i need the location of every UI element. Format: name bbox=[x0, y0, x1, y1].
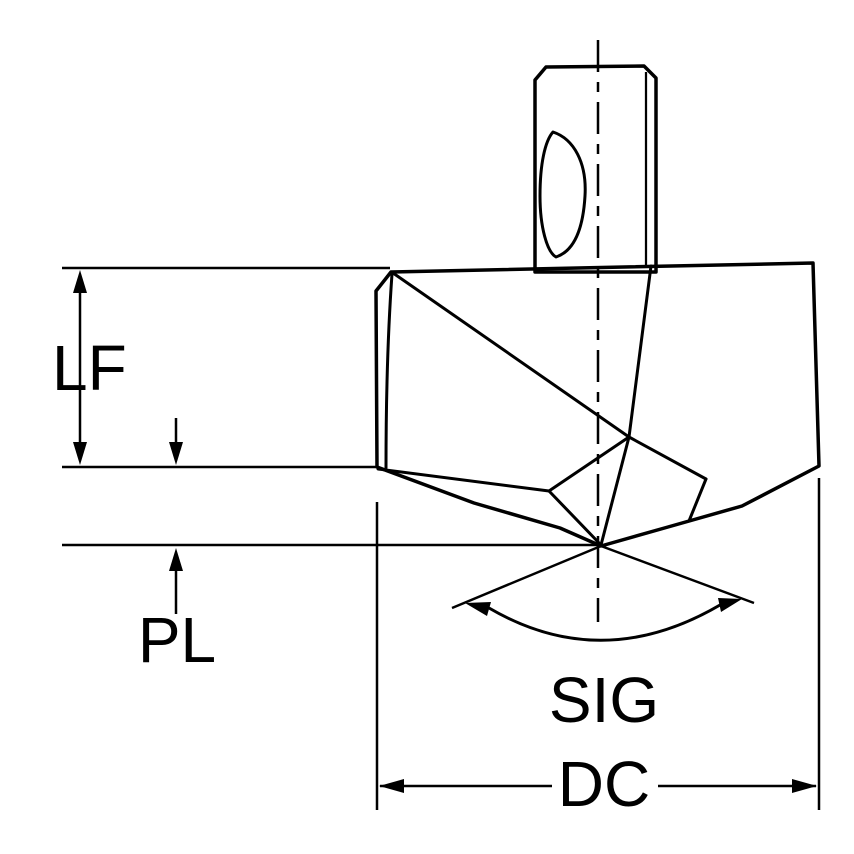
sig-label: SIG bbox=[549, 664, 659, 736]
sig-arrow-left-icon bbox=[465, 602, 491, 616]
drill-shank bbox=[533, 64, 658, 274]
pl-dimension: PL bbox=[138, 418, 216, 676]
dc-label: DC bbox=[558, 748, 650, 820]
dc-arrow-right-icon bbox=[792, 779, 817, 793]
sig-dimension: SIG bbox=[451, 544, 755, 736]
facet-line-lip-to-tip bbox=[547, 489, 603, 547]
pl-arrow-up-icon bbox=[169, 548, 183, 571]
sig-angle-arc bbox=[487, 603, 722, 642]
lf-label: LF bbox=[52, 332, 127, 404]
dc-dimension: DC bbox=[375, 478, 821, 820]
shank-facet-oval bbox=[538, 130, 587, 259]
pl-label: PL bbox=[138, 604, 216, 676]
dc-arrow-left-icon bbox=[379, 779, 404, 793]
facet-line-tip-ridge bbox=[599, 435, 631, 547]
sig-right-ray bbox=[600, 544, 755, 605]
drill-insert bbox=[374, 64, 821, 548]
facet-line-right-lower bbox=[687, 477, 708, 523]
facet-line-helix bbox=[627, 264, 653, 439]
facet-line-margin bbox=[384, 272, 394, 470]
drill-body bbox=[374, 261, 821, 548]
pl-arrow-down-icon bbox=[169, 442, 183, 465]
facet-line-right-upper bbox=[627, 435, 708, 481]
lf-dimension: LF bbox=[52, 270, 127, 465]
sig-left-ray bbox=[451, 544, 602, 610]
sig-arrow-right-icon bbox=[718, 598, 742, 612]
body-facet-lines bbox=[376, 264, 708, 547]
lf-arrow-down-icon bbox=[73, 442, 87, 465]
facet-line-flute bbox=[391, 271, 631, 439]
reference-lines bbox=[62, 266, 601, 547]
facet-line-gash bbox=[547, 435, 631, 493]
lf-arrow-up-icon bbox=[73, 270, 87, 293]
facet-line-lip bbox=[376, 467, 551, 493]
